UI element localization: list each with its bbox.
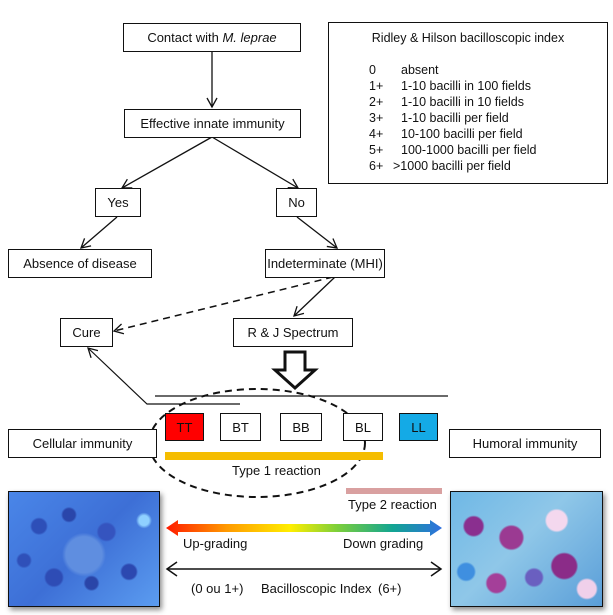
legend-desc: 1-10 bacilli in 100 fields	[401, 79, 531, 93]
cure-box: Cure	[60, 318, 113, 347]
absence-label: Absence of disease	[23, 256, 137, 271]
form-label: LL	[411, 419, 426, 435]
indeterminate-box: Indeterminate (MHI)	[265, 249, 385, 278]
legend-desc: >1000 bacilli per field	[393, 159, 511, 173]
type1-reaction-label: Type 1 reaction	[232, 463, 321, 478]
bacilloscopic-index-legend: Ridley & Hilson bacilloscopic index 0 abs…	[328, 22, 608, 184]
type2-reaction-label: Type 2 reaction	[348, 497, 437, 512]
form-bl: BL	[343, 413, 383, 441]
contact-prefix: Contact with	[147, 30, 223, 45]
form-ll: LL	[399, 413, 438, 441]
left-arrowhead-icon	[165, 561, 178, 577]
cellular-immunity-label: Cellular immunity	[32, 436, 133, 451]
tuberculoid-micrograph	[8, 491, 160, 607]
type1-reaction-bar	[165, 452, 383, 460]
spectrum-label: R & J Spectrum	[247, 325, 339, 340]
index-high-label: (6+)	[378, 581, 402, 596]
humoral-immunity-label: Humoral immunity	[472, 436, 578, 451]
innate-immunity-label: Effective innate immunity	[140, 116, 285, 131]
legend-desc: 1-10 bacilli per field	[401, 111, 509, 125]
legend-desc: absent	[401, 63, 439, 77]
borderline-dashed-ellipse	[148, 388, 366, 498]
indeterminate-label: Indeterminate (MHI)	[267, 256, 383, 271]
no-label: No	[288, 195, 305, 210]
legend-level: 0	[369, 63, 376, 77]
cure-label: Cure	[72, 325, 101, 340]
big-down-arrow	[271, 350, 319, 391]
legend-desc: 10-100 bacilli per field	[401, 127, 523, 141]
legend-title: Ridley & Hilson bacilloscopic index	[371, 31, 565, 45]
legend-level: 2+	[369, 95, 384, 109]
form-bt: BT	[220, 413, 261, 441]
form-label: BL	[355, 419, 371, 435]
legend-desc: 100-1000 bacilli per field	[401, 143, 537, 157]
legend-level: 4+	[369, 127, 384, 141]
legend-level: 6+	[369, 159, 384, 173]
grading-gradient-arrow	[166, 520, 442, 536]
type2-reaction-bar	[346, 488, 442, 494]
index-low-label: (0 ou 1+)	[191, 581, 244, 596]
humoral-immunity-box: Humoral immunity	[449, 429, 601, 458]
lepromatous-micrograph	[450, 491, 603, 607]
right-arrowhead-icon	[430, 561, 443, 577]
upgrading-label: Up-grading	[183, 536, 248, 551]
form-bb: BB	[280, 413, 322, 441]
arrow-innate-to-no	[211, 136, 300, 189]
index-label: Bacilloscopic Index	[261, 581, 372, 596]
legend-level: 3+	[369, 111, 384, 125]
yes-box: Yes	[95, 188, 141, 217]
no-box: No	[276, 188, 317, 217]
legend-level: 1+	[369, 79, 384, 93]
downgrading-label: Down grading	[343, 536, 424, 551]
form-tt: TT	[165, 413, 204, 441]
spectrum-box: R & J Spectrum	[233, 318, 353, 347]
contact-box: Contact with M. leprae	[123, 23, 301, 52]
dashed-arrow-indeterminate-to-cure	[112, 276, 334, 335]
legend-desc: 1-10 bacilli in 10 fields	[401, 95, 524, 109]
arrow-no-to-indeterminate	[296, 216, 339, 249]
arrow-cellular-to-cure	[87, 347, 240, 405]
form-label: BB	[292, 419, 310, 435]
arrow-indeterminate-to-spectrum	[293, 276, 336, 317]
legend-level: 5+	[369, 143, 384, 157]
yes-label: Yes	[107, 195, 129, 210]
form-label: BT	[232, 419, 249, 435]
form-label: TT	[176, 419, 193, 435]
arrow-innate-to-yes	[120, 136, 213, 189]
absence-of-disease-box: Absence of disease	[8, 249, 152, 278]
arrow-yes-to-absence	[79, 216, 118, 249]
organism-name: M. leprae	[222, 30, 277, 45]
innate-immunity-box: Effective innate immunity	[124, 109, 301, 138]
cellular-immunity-box: Cellular immunity	[8, 429, 157, 458]
